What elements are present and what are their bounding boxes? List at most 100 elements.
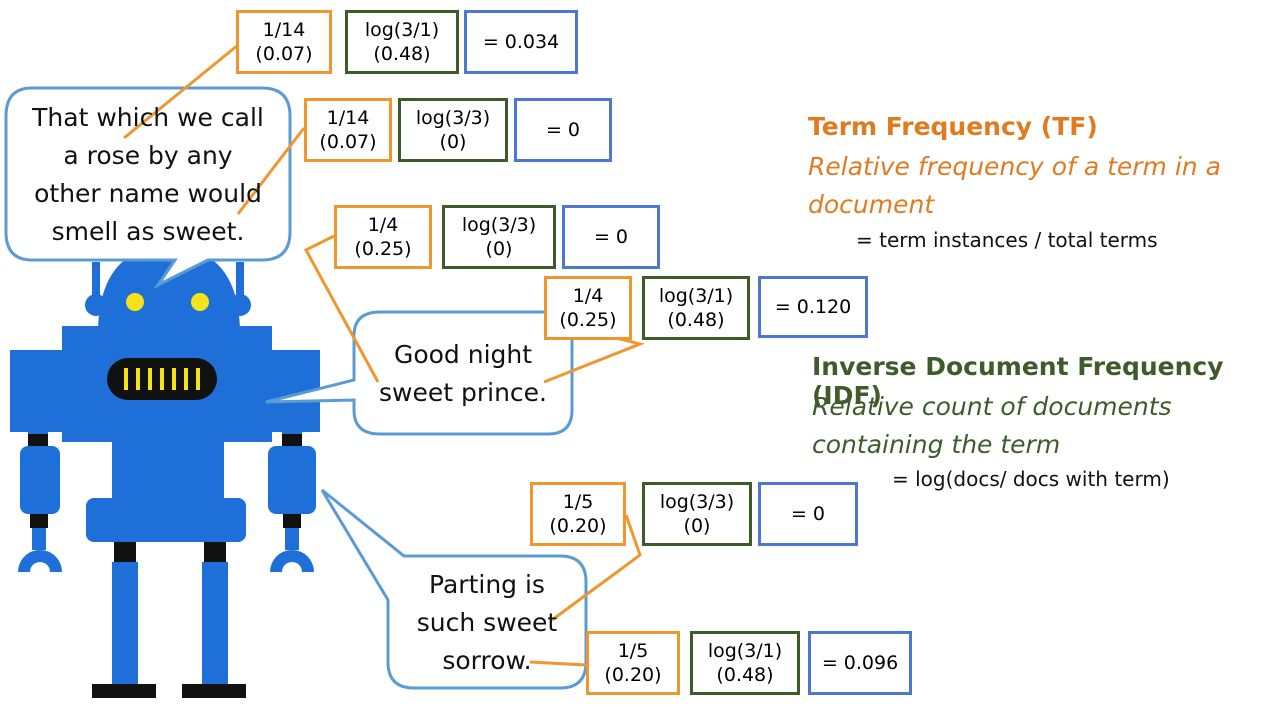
robot-leg-right xyxy=(202,562,228,686)
bubble-line: That which we call xyxy=(32,103,264,132)
robot-arm-left xyxy=(20,446,60,514)
idf-formula: log(3/3) xyxy=(659,491,735,513)
robot-arm-left-wrist xyxy=(30,514,48,528)
robot-eye-left xyxy=(126,293,144,311)
tf-box: 1/4 (0.25) xyxy=(544,276,632,340)
result-value: = 0.120 xyxy=(774,296,852,318)
idf-formula: log(3/1) xyxy=(364,19,440,41)
tf-box: 1/5 (0.20) xyxy=(530,482,626,546)
idf-box: log(3/1) (0.48) xyxy=(690,631,800,695)
robot-claw-right xyxy=(270,550,314,572)
idf-formula-definition: = log(docs/ docs with term) xyxy=(892,467,1170,491)
robot-neck xyxy=(112,440,224,502)
bubble-text-rose: That which we call a rose by any other n… xyxy=(12,99,284,251)
connector-sorrow-1 xyxy=(551,514,642,622)
idf-value: (0) xyxy=(485,238,513,260)
result-value: = 0 xyxy=(593,226,629,248)
tf-fraction: 1/14 xyxy=(326,107,370,129)
robot-teeth xyxy=(124,368,200,390)
tf-description-line: Relative frequency of a term in a xyxy=(808,152,1221,181)
idf-description-line: Relative count of documents xyxy=(812,392,1172,421)
idf-value: (0.48) xyxy=(373,43,431,65)
robot-arm-right-wrist xyxy=(283,514,301,528)
result-value: = 0 xyxy=(790,503,826,525)
tf-box: 1/14 (0.07) xyxy=(304,98,392,162)
robot-foot-left xyxy=(92,684,156,698)
robot-chin xyxy=(62,430,272,442)
idf-description-line: containing the term xyxy=(812,430,1061,459)
bubble-line: a rose by any xyxy=(63,141,233,170)
robot-arm-right-joint xyxy=(282,434,302,446)
robot-foot-right xyxy=(182,684,246,698)
tf-box: 1/4 (0.25) xyxy=(334,205,432,269)
speech-bubble-sorrow xyxy=(320,488,588,690)
connector-prince-2 xyxy=(543,336,645,384)
robot-antenna-left xyxy=(92,262,100,312)
bubble-text-sorrow: Parting is such sweet sorrow. xyxy=(390,566,584,680)
idf-value: (0) xyxy=(683,515,711,537)
robot-arm-left-joint xyxy=(28,434,48,446)
result-box: = 0 xyxy=(758,482,858,546)
idf-box: log(3/1) (0.48) xyxy=(642,276,750,340)
robot-arm-right xyxy=(268,446,316,514)
result-value: = 0.034 xyxy=(482,31,560,53)
result-box: = 0 xyxy=(514,98,612,162)
bubble-line: smell as sweet. xyxy=(51,217,245,246)
robot-leg-left-joint xyxy=(114,542,136,564)
idf-formula: log(3/1) xyxy=(707,640,783,662)
robot-eye-right xyxy=(191,293,209,311)
speech-bubble-rose xyxy=(4,86,292,289)
idf-box: log(3/3) (0) xyxy=(398,98,508,162)
bubble-line: other name would xyxy=(34,179,262,208)
tf-formula: = term instances / total terms xyxy=(856,228,1158,252)
connector-sorrow-2 xyxy=(529,660,587,667)
result-value: = 0 xyxy=(545,119,581,141)
bubble-line: Good night xyxy=(393,340,533,369)
tf-box: 1/14 (0.07) xyxy=(236,10,332,74)
bubble-line: Parting is xyxy=(429,570,545,599)
tf-connectors xyxy=(123,43,645,667)
robot-leg-left xyxy=(112,562,138,686)
robot-torso xyxy=(86,498,246,542)
idf-box: log(3/1) (0.48) xyxy=(345,10,459,74)
tf-value: (0.25) xyxy=(354,238,412,260)
idf-box: log(3/3) (0) xyxy=(642,482,752,546)
idf-heading: Inverse Document Frequency (IDF) xyxy=(812,352,1224,410)
connector-sweet-1 xyxy=(236,127,306,215)
tf-value: (0.25) xyxy=(559,309,617,331)
tf-value: (0.07) xyxy=(319,131,377,153)
tf-fraction: 1/5 xyxy=(617,640,649,662)
idf-description: Relative count of documents containing t… xyxy=(812,388,1172,464)
bubble-line: sweet prince. xyxy=(379,378,547,407)
idf-value: (0.48) xyxy=(667,309,725,331)
result-box: = 0.096 xyxy=(808,631,912,695)
bubble-line: sorrow. xyxy=(442,646,532,675)
idf-formula: log(3/3) xyxy=(461,214,537,236)
result-value: = 0.096 xyxy=(821,652,899,674)
connector-prince-1 xyxy=(303,234,380,383)
tf-heading: Term Frequency (TF) xyxy=(808,112,1098,141)
robot-antenna-right xyxy=(236,262,244,312)
idf-value: (0) xyxy=(439,131,467,153)
bubble-text-prince: Good night sweet prince. xyxy=(356,336,570,412)
tf-box: 1/5 (0.20) xyxy=(586,631,680,695)
idf-value: (0.48) xyxy=(716,664,774,686)
tf-fraction: 1/4 xyxy=(572,285,604,307)
robot-face-plate xyxy=(62,326,272,352)
tf-description: Relative frequency of a term in a docume… xyxy=(808,148,1221,224)
tf-value: (0.20) xyxy=(549,515,607,537)
tf-fraction: 1/4 xyxy=(367,214,399,236)
result-box: = 0 xyxy=(562,205,660,269)
tf-value: (0.20) xyxy=(604,664,662,686)
tf-fraction: 1/5 xyxy=(562,491,594,513)
idf-box: log(3/3) (0) xyxy=(442,205,556,269)
robot-leg-right-joint xyxy=(204,542,226,564)
result-box: = 0.034 xyxy=(464,10,578,74)
idf-formula: log(3/1) xyxy=(658,285,734,307)
tf-description-line: document xyxy=(808,190,935,219)
tf-value: (0.07) xyxy=(255,43,313,65)
tf-fraction: 1/14 xyxy=(262,19,306,41)
robot-claw-right-stem xyxy=(285,528,299,550)
result-box: = 0.120 xyxy=(758,276,868,338)
